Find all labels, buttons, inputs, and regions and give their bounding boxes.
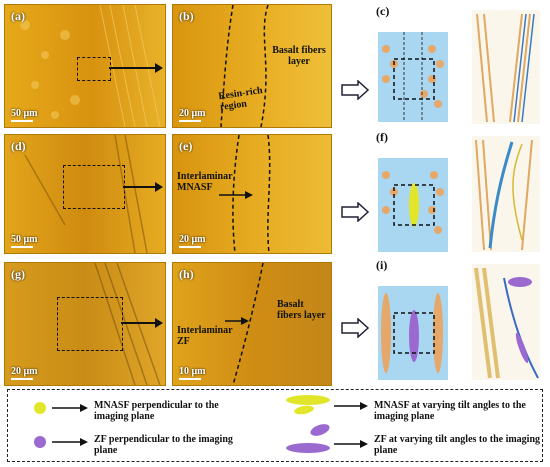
scale-bar: 50 μm <box>11 108 38 122</box>
scale-bar: 20 μm <box>179 108 206 122</box>
micrograph-b: (b) Resin-rich region Basalt fibers laye… <box>172 4 332 128</box>
legend-item-zf-perp: ZF perpendicular to the imaging plane <box>94 434 233 456</box>
annotation-basalt: Basalt fibers layer <box>272 45 326 67</box>
schematic-c: (c) <box>372 4 544 126</box>
schematic-f-drawing <box>378 136 540 252</box>
micrograph-a: (a) 50 μm <box>4 4 166 128</box>
schematic-f: (f) <box>372 130 544 256</box>
hollow-arrow-1 <box>341 80 370 100</box>
panel-label: (c) <box>376 4 390 18</box>
zoom-arrow-a <box>109 63 163 73</box>
scale-bar: 50 μm <box>11 234 38 248</box>
boundary-lines-e <box>219 135 271 253</box>
panel-label: (f) <box>376 130 388 144</box>
scale-bar: 20 μm <box>179 234 206 248</box>
scale-bar: 20 μm <box>11 366 38 380</box>
schematic-i: (i) <box>372 258 544 384</box>
hollow-arrow-2 <box>341 202 370 222</box>
micrograph-g: (g) 20 μm <box>4 262 166 386</box>
annotation-mnasf: Interlaminar MNASF <box>177 171 233 193</box>
fiber-texture-d <box>24 135 148 253</box>
legend-box: MNASF perpendicular to the imaging plane… <box>7 389 543 462</box>
zoom-arrow-d <box>123 182 163 192</box>
legend-item-mnasf-perp: MNASF perpendicular to the imaging plane <box>94 400 219 422</box>
micrograph-e: (e) Interlaminar MNASF 20 μm <box>172 134 332 254</box>
legend-item-mnasf-tilt: MNASF at varying tilt angles to the imag… <box>374 400 526 422</box>
hollow-arrow-3 <box>341 318 370 338</box>
panel-label: (a) <box>11 9 25 23</box>
annotation-zf: Interlaminar ZF <box>177 325 233 347</box>
zoom-arrow-g <box>121 318 163 328</box>
schematic-c-drawing <box>378 10 540 124</box>
panel-label: (e) <box>179 139 193 153</box>
schematic-i-drawing <box>378 264 540 380</box>
boundary-lines-h <box>225 263 264 385</box>
panel-label: (h) <box>179 267 194 281</box>
panel-label: (d) <box>11 139 26 153</box>
micrograph-h: (h) Interlaminar ZF Basalt fibers layer … <box>172 262 332 386</box>
legend-item-zf-tilt: ZF at varying tilt angles to the imaging… <box>374 434 541 456</box>
boundary-lines-b <box>220 5 269 127</box>
annotation-basalt: Basalt fibers layer <box>277 299 326 321</box>
fiber-texture-a <box>20 5 161 127</box>
panel-label: (b) <box>179 9 194 23</box>
scale-bar: 10 μm <box>179 366 206 380</box>
legend-symbols-left <box>34 402 88 448</box>
panel-label: (g) <box>11 267 25 281</box>
legend-symbols-right <box>286 395 368 453</box>
micrograph-d: (d) 50 μm <box>4 134 166 254</box>
panel-label: (i) <box>376 258 388 272</box>
